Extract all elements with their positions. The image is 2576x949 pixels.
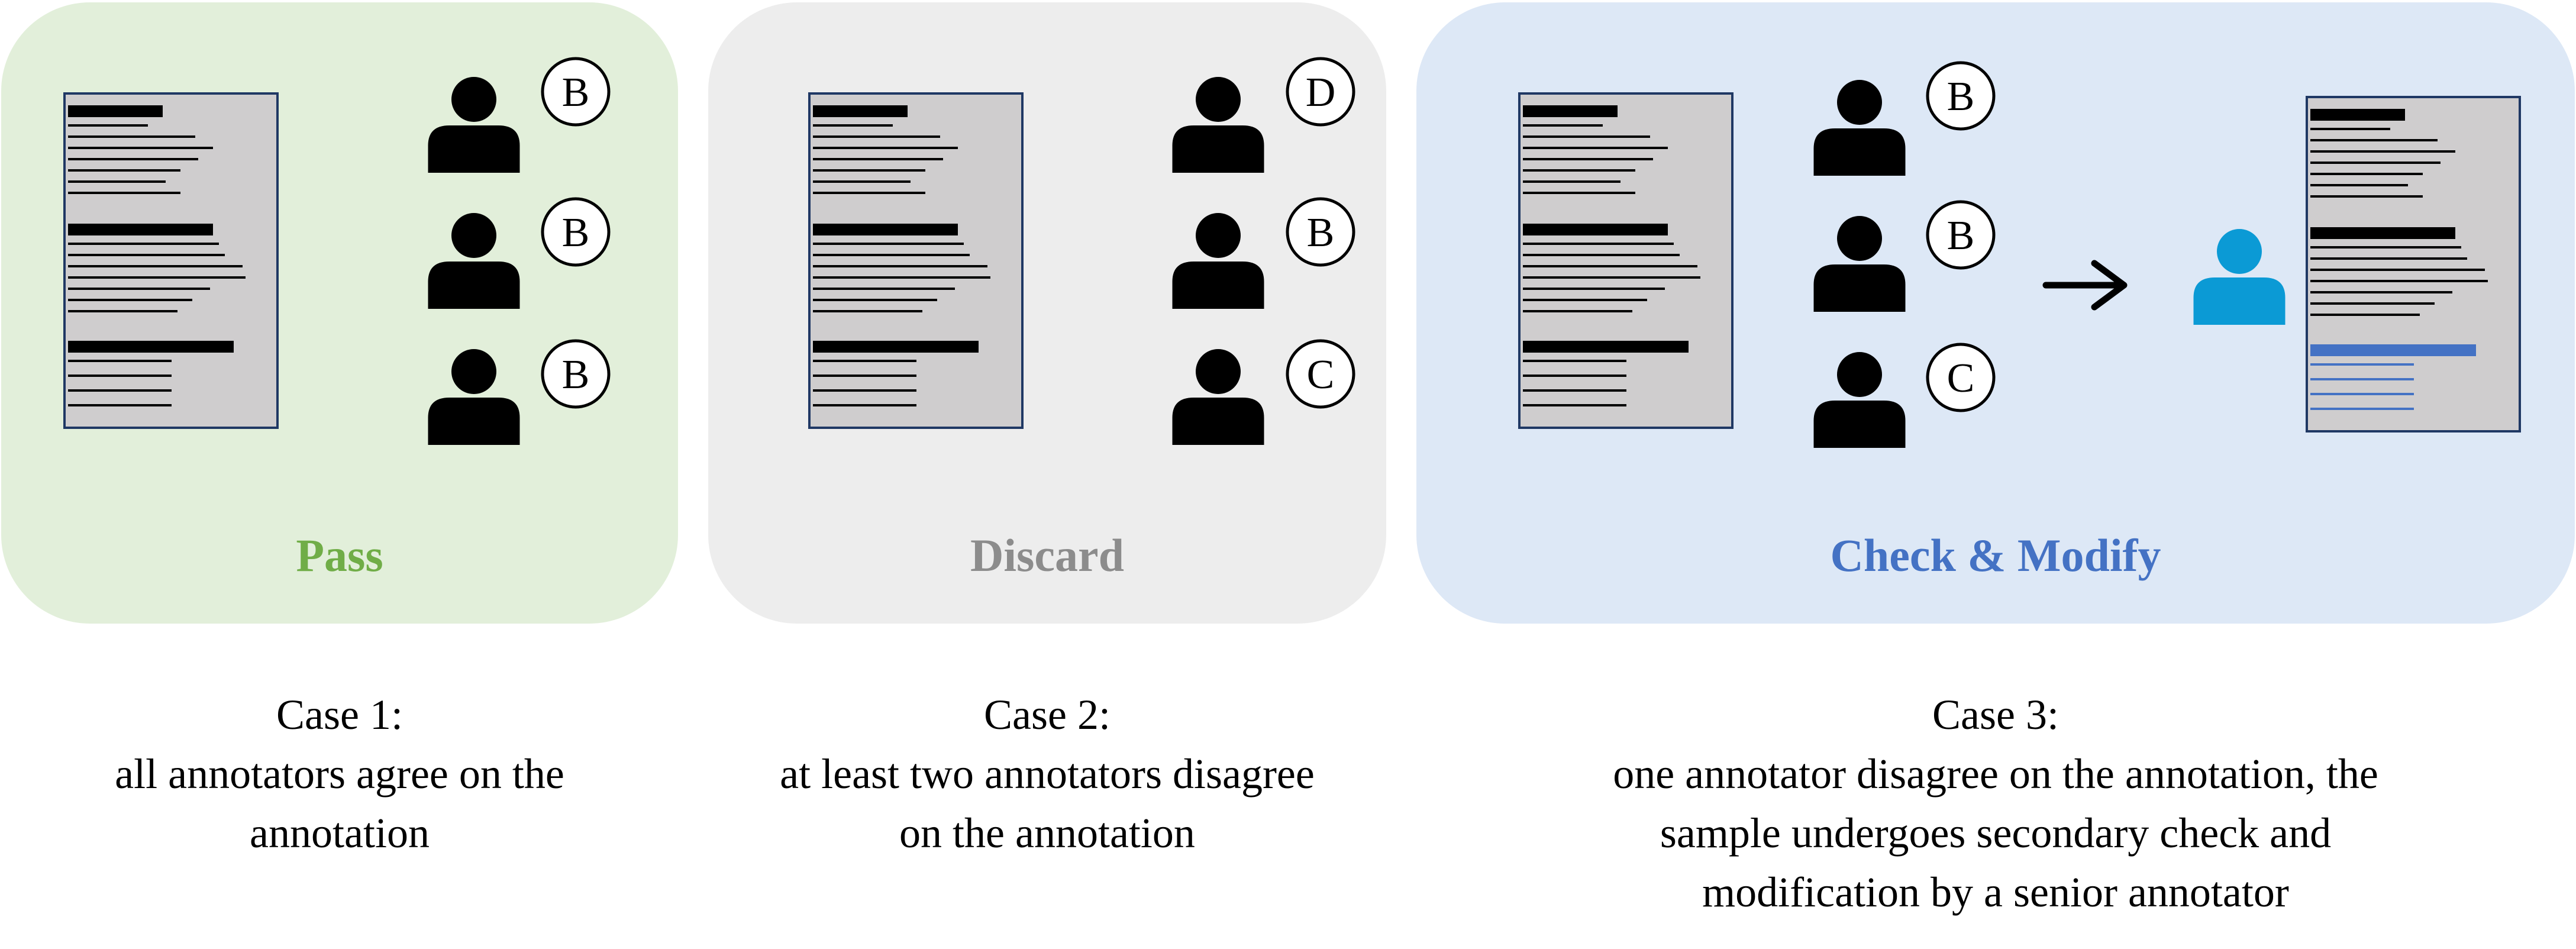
document-heading-line [2310, 344, 2476, 356]
document-heading-line [2310, 109, 2405, 121]
document-icon [808, 92, 1024, 429]
caption-line: modification by a senior annotator [1702, 869, 2289, 916]
document-icon [63, 92, 279, 429]
document-heading-line [1523, 224, 1668, 235]
senior-person-icon [2193, 229, 2286, 325]
document-heading-line [813, 341, 979, 353]
annotation-label-badge: C [1286, 339, 1355, 409]
annotation-label-badge: B [541, 197, 611, 267]
arrow-right-icon [2042, 260, 2128, 311]
caption-line: on the annotation [899, 809, 1195, 857]
person-icon [1813, 352, 1906, 448]
annotation-label-letter: B [1947, 74, 1975, 120]
panel-label-discard: Discard [970, 530, 1124, 581]
document-heading-line [68, 224, 213, 235]
annotation-label-letter: B [562, 352, 590, 398]
annotation-label-badge: B [1286, 197, 1355, 267]
caption-case-2: Case 2: at least two annotators disagree… [708, 685, 1386, 863]
document-heading-line [1523, 341, 1689, 353]
document-heading-line [813, 105, 908, 117]
document-heading-line [2310, 227, 2455, 239]
annotation-label-letter: B [1307, 210, 1335, 256]
annotation-label-badge: B [541, 339, 611, 409]
document-heading-line [1523, 105, 1618, 117]
caption-line: at least two annotators disagree [780, 750, 1315, 798]
panel-label-pass: Pass [296, 530, 383, 581]
caption-title: Case 2: [984, 691, 1111, 738]
person-icon [1172, 213, 1264, 309]
caption-case-3: Case 3: one annotator disagree on the an… [1416, 685, 2575, 922]
annotation-label-letter: D [1306, 70, 1336, 115]
annotation-label-letter: B [562, 210, 590, 256]
person-icon [428, 213, 520, 309]
person-icon [1813, 80, 1906, 176]
person-icon [428, 77, 520, 173]
annotation-label-letter: B [562, 70, 590, 115]
annotation-label-badge: D [1286, 57, 1355, 127]
annotation-label-badge: B [541, 57, 611, 127]
annotation-label-letter: C [1947, 356, 1975, 401]
document-icon [1518, 92, 1734, 429]
panel-label-check-modify: Check & Modify [1830, 530, 2161, 581]
person-icon [1172, 349, 1264, 445]
caption-line: annotation [250, 809, 430, 857]
person-icon [1813, 216, 1906, 312]
caption-line: all annotators agree on the [115, 750, 564, 798]
annotation-label-letter: B [1947, 213, 1975, 259]
person-icon [428, 349, 520, 445]
annotation-label-badge: B [1926, 200, 1996, 270]
caption-line: one annotator disagree on the annotation… [1613, 750, 2378, 798]
caption-line: sample undergoes secondary check and [1660, 809, 2332, 857]
document-heading-line [813, 224, 958, 235]
caption-title: Case 3: [1932, 691, 2059, 738]
annotation-label-badge: B [1926, 61, 1996, 131]
caption-title: Case 1: [276, 691, 403, 738]
caption-case-1: Case 1: all annotators agree on the anno… [1, 685, 678, 863]
document-icon [2306, 96, 2521, 432]
person-icon [1172, 77, 1264, 173]
annotation-label-letter: C [1307, 352, 1335, 398]
document-heading-line [68, 105, 163, 117]
document-heading-line [68, 341, 234, 353]
annotation-label-badge: C [1926, 343, 1996, 412]
